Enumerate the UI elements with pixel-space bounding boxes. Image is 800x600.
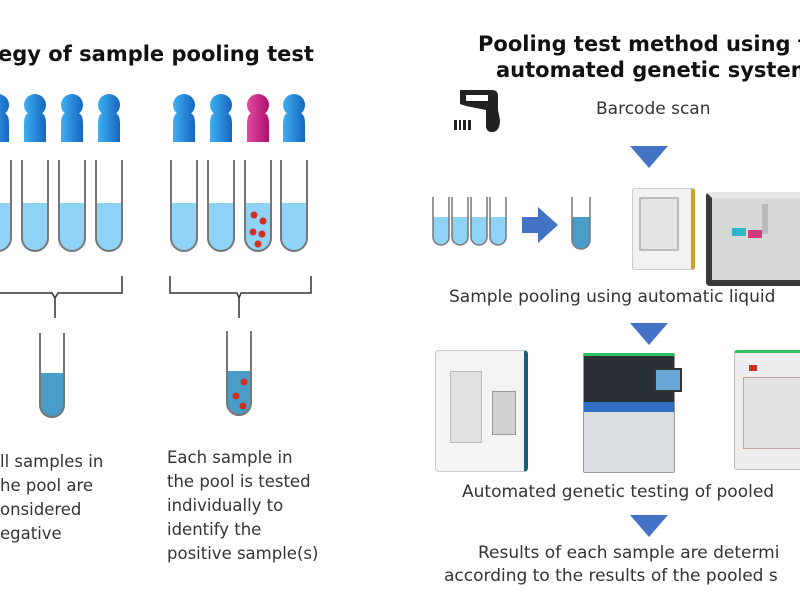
virus-particle xyxy=(249,228,257,236)
left-panel-title: egy of sample pooling test xyxy=(0,42,314,66)
pooling-strategy-illustration xyxy=(0,94,312,418)
negative-result-caption: ll samples in he pool are onsidered egat… xyxy=(0,450,103,546)
person-icon xyxy=(283,94,305,142)
pooling-illustration xyxy=(432,197,591,250)
sample-tube xyxy=(280,160,308,252)
sample-tube xyxy=(0,160,12,252)
caption-line: ll samples in xyxy=(0,452,104,471)
sample-tube xyxy=(21,160,49,252)
pooled-tube-positive xyxy=(226,331,252,416)
sample-tube xyxy=(207,160,235,252)
virus-particle xyxy=(240,378,248,386)
sample-tube xyxy=(489,197,507,246)
right-arrow-icon xyxy=(522,207,558,243)
positive-group-people xyxy=(173,94,305,142)
positive-sample-tube xyxy=(244,160,272,252)
person-positive-icon xyxy=(247,94,269,142)
down-arrow-icon xyxy=(630,146,668,168)
sample-tube xyxy=(470,197,488,246)
positive-group-bracket xyxy=(169,276,312,318)
caption-line: onsidered xyxy=(0,500,82,519)
genetic-testing-instrument-3 xyxy=(734,350,800,470)
negative-group-bracket xyxy=(0,276,123,318)
genetic-testing-instrument-1 xyxy=(435,350,528,472)
caption-line: egative xyxy=(0,524,62,543)
caption-line: he pool are xyxy=(0,476,94,495)
person-icon xyxy=(210,94,232,142)
step-results-line-2: according to the results of the pooled s xyxy=(444,566,778,586)
virus-particle xyxy=(258,230,266,238)
sample-tube xyxy=(95,160,123,252)
genetic-testing-instrument-2 xyxy=(583,353,682,473)
negative-group-people xyxy=(0,94,120,142)
liquid-handler-instrument-1 xyxy=(632,188,695,270)
sample-tube xyxy=(170,160,198,252)
sample-tube xyxy=(451,197,469,246)
person-icon xyxy=(98,94,120,142)
person-icon xyxy=(173,94,195,142)
step-testing-label: Automated genetic testing of pooled xyxy=(462,482,775,502)
caption-line: individually to xyxy=(167,496,284,515)
virus-particle xyxy=(250,211,258,219)
person-icon xyxy=(0,94,9,142)
right-panel-title-line-2: automated genetic systems xyxy=(496,58,800,82)
virus-particle xyxy=(239,402,247,410)
caption-line: the pool is tested xyxy=(167,472,311,491)
right-panel-title-line-1: Pooling test method using full xyxy=(478,32,800,56)
person-icon xyxy=(24,94,46,142)
down-arrow-icon xyxy=(630,515,668,537)
positive-result-caption: Each sample in the pool is tested indivi… xyxy=(167,446,318,566)
virus-particle xyxy=(254,240,262,248)
caption-line: positive sample(s) xyxy=(167,544,319,563)
barcode-scanner-icon xyxy=(454,90,500,132)
pooled-tube xyxy=(571,197,591,250)
sample-tubes xyxy=(432,197,507,246)
person-icon xyxy=(61,94,83,142)
pooled-tube-negative xyxy=(39,333,65,418)
down-arrow-icon xyxy=(630,323,668,345)
step-results-line-1: Results of each sample are determi xyxy=(478,543,780,563)
step-pooling-label: Sample pooling using automatic liquid xyxy=(449,287,776,307)
step-barcode-scan-label: Barcode scan xyxy=(596,99,711,119)
liquid-handler-instrument-2 xyxy=(706,192,800,286)
virus-particle xyxy=(232,392,240,400)
positive-group-tubes xyxy=(170,160,308,252)
sample-tube xyxy=(432,197,450,246)
caption-line: Each sample in xyxy=(167,448,293,467)
sample-tube xyxy=(58,160,86,252)
virus-particle xyxy=(259,217,267,225)
caption-line: identify the xyxy=(167,520,262,539)
negative-group-tubes xyxy=(0,160,123,252)
